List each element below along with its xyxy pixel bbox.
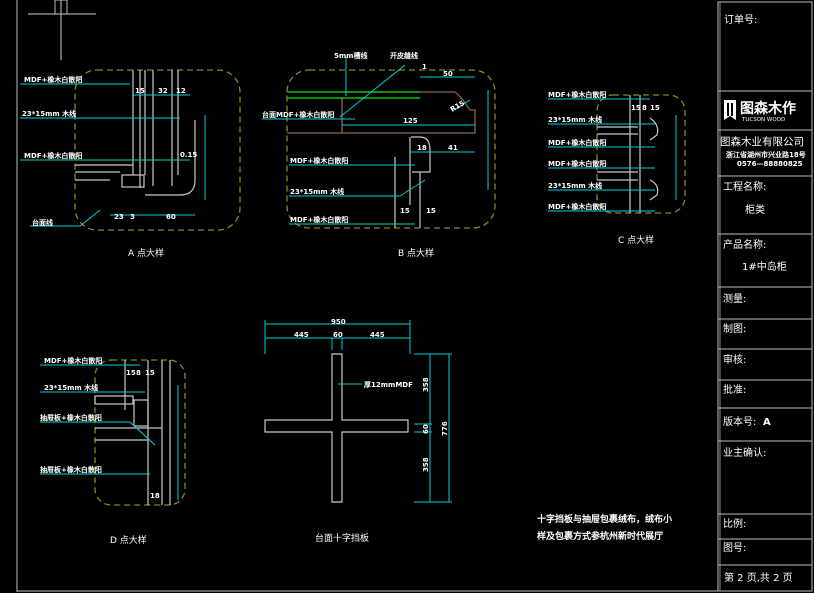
detail-b: 5mm槽线 开皮缝线 台面MDF+橡木白散阳 MDF+橡木白散阳 23*15mm… (262, 51, 496, 259)
logo-en: TUCSON WOOD (741, 117, 785, 123)
cross-dim-center: 60 (333, 331, 343, 339)
title-block: 订单号: 图森木作 TUCSON WOOD 图森木业有限公司 浙江省湖州市兴业路… (717, 1, 813, 592)
detail-c-label-4: MDF+橡木白散阳 (548, 159, 606, 168)
ucs-crosshair-icon (28, 0, 96, 60)
project-value: 柜类 (745, 203, 765, 216)
detail-b-label-2: 开皮缝线 (390, 51, 418, 60)
detail-a-label-4: 台面线 (32, 218, 53, 227)
detail-b-label-4: MDF+橡木白散阳 (290, 156, 348, 165)
note-line-1: 十字挡板与抽屉包裹绒布，绒布小 (537, 513, 672, 525)
detail-d-label-4: 抽屉板+橡木白散阳 (40, 465, 102, 474)
tucson-logo-icon (724, 100, 736, 120)
detail-a-dim: 32 (158, 87, 168, 95)
detail-c-label-2: 23*15mm 木线 (548, 115, 602, 124)
detail-a-dim: 15 (135, 87, 145, 95)
detail-c-label-6: MDF+橡木白散阳 (548, 202, 606, 211)
detail-b-label-1: 5mm槽线 (334, 51, 367, 60)
company-address: 浙江省湖州市兴业路18号 (726, 150, 806, 159)
detail-a-dim: 60 (166, 213, 176, 221)
version-label: 版本号: (723, 415, 756, 428)
order-no-label: 订单号: (724, 14, 757, 26)
detail-d: MDF+橡木白散阳 23*15mm 木线 抽屉板+橡木白散阳 抽屉板+橡木白散阳… (40, 356, 186, 546)
detail-d-label-1: MDF+橡木白散阳 (44, 356, 102, 365)
detail-c-dim: 15 (650, 104, 660, 112)
detail-c-label-5: 23*15mm 木线 (548, 181, 602, 190)
cross-dim-v-total: 776 (441, 421, 449, 436)
scale-label: 比例: (723, 517, 746, 530)
detail-b-dim: 15 (400, 207, 410, 215)
detail-d-dim: 15 (126, 369, 136, 377)
detail-b-dim: 41 (448, 144, 458, 152)
detail-c-label-3: MDF+橡木白散阳 (548, 138, 606, 147)
cross-dim-v-bot: 358 (422, 457, 430, 472)
project-label: 工程名称: (723, 180, 766, 193)
survey-label: 测量: (723, 292, 746, 305)
detail-d-label-2: 23*15mm 木线 (44, 383, 98, 392)
page-info: 第 2 页,共 2 页 (724, 571, 793, 584)
detail-b-label-6: MDF+橡木白散阳 (290, 215, 348, 224)
detail-b-dim: 18 (417, 144, 427, 152)
detail-a: MDF+橡木白散阳 23*15mm 木线 MDF+橡木白散阳 台面线 15 32… (20, 69, 241, 259)
cross-dim-v-mid: 60 (422, 424, 430, 434)
detail-a-dim: 12 (176, 87, 186, 95)
detail-a-label-3: MDF+橡木白散阳 (24, 151, 82, 160)
logo-cn: 图森木作 (740, 100, 796, 117)
detail-b-dim: 1 (422, 63, 427, 71)
version-value: A (763, 417, 771, 428)
detail-a-dim: 23 (114, 213, 124, 221)
company-name: 图森木业有限公司 (720, 135, 804, 148)
detail-a-label-2: 23*15mm 木线 (22, 109, 76, 118)
detail-c-dim: 8 (642, 104, 647, 112)
detail-b-label-3: 台面MDF+橡木白散阳 (262, 110, 334, 119)
draw-label: 制图: (723, 322, 746, 335)
detail-d-dim: 15 (145, 369, 155, 377)
drawing-no-label: 图号: (723, 542, 746, 554)
detail-c-title: C 点大样 (618, 234, 654, 246)
cross-dim-total: 950 (331, 318, 346, 326)
detail-a-dim: 3 (130, 213, 135, 221)
detail-b-title: B 点大样 (398, 247, 434, 259)
owner-confirm-label: 业主确认: (723, 446, 766, 459)
detail-b-label-5: 23*15mm 木线 (290, 187, 344, 196)
cross-dim-right: 445 (370, 331, 385, 339)
detail-b-dim: 50 (443, 70, 453, 78)
detail-c-label-1: MDF+橡木白散阳 (548, 90, 606, 99)
cross-title: 台面十字挡板 (315, 532, 369, 544)
product-label: 产品名称: (723, 238, 766, 251)
detail-a-label-1: MDF+橡木白散阳 (24, 75, 82, 84)
cross-dim-left: 445 (294, 331, 309, 339)
detail-d-dim: 18 (150, 492, 160, 500)
approve-label: 批准: (723, 383, 746, 396)
detail-c: MDF+橡木白散阳 23*15mm 木线 MDF+橡木白散阳 MDF+橡木白散阳… (548, 90, 686, 246)
product-value: 1#中岛柜 (742, 260, 787, 273)
note-line-2: 样及包裹方式参杭州新时代展厅 (537, 530, 663, 542)
review-label: 审核: (723, 353, 746, 366)
detail-d-dim: 8 (136, 369, 141, 377)
detail-a-dim-015: 0.15 (180, 151, 197, 159)
cross-plate: 950 445 60 445 厚12mmMDF 358 60 358 776 台… (264, 318, 452, 544)
cross-material-label: 厚12mmMDF (364, 380, 413, 389)
company-phone: 0576—88880825 (737, 160, 803, 168)
detail-a-title: A 点大样 (128, 247, 164, 259)
detail-c-dim: 15 (631, 104, 641, 112)
detail-d-label-3: 抽屉板+橡木白散阳 (40, 413, 102, 422)
detail-b-dim: 125 (403, 117, 418, 125)
detail-d-title: D 点大样 (110, 534, 147, 546)
detail-b-dim: 15 (426, 207, 436, 215)
cross-dim-v-top: 358 (422, 377, 430, 392)
